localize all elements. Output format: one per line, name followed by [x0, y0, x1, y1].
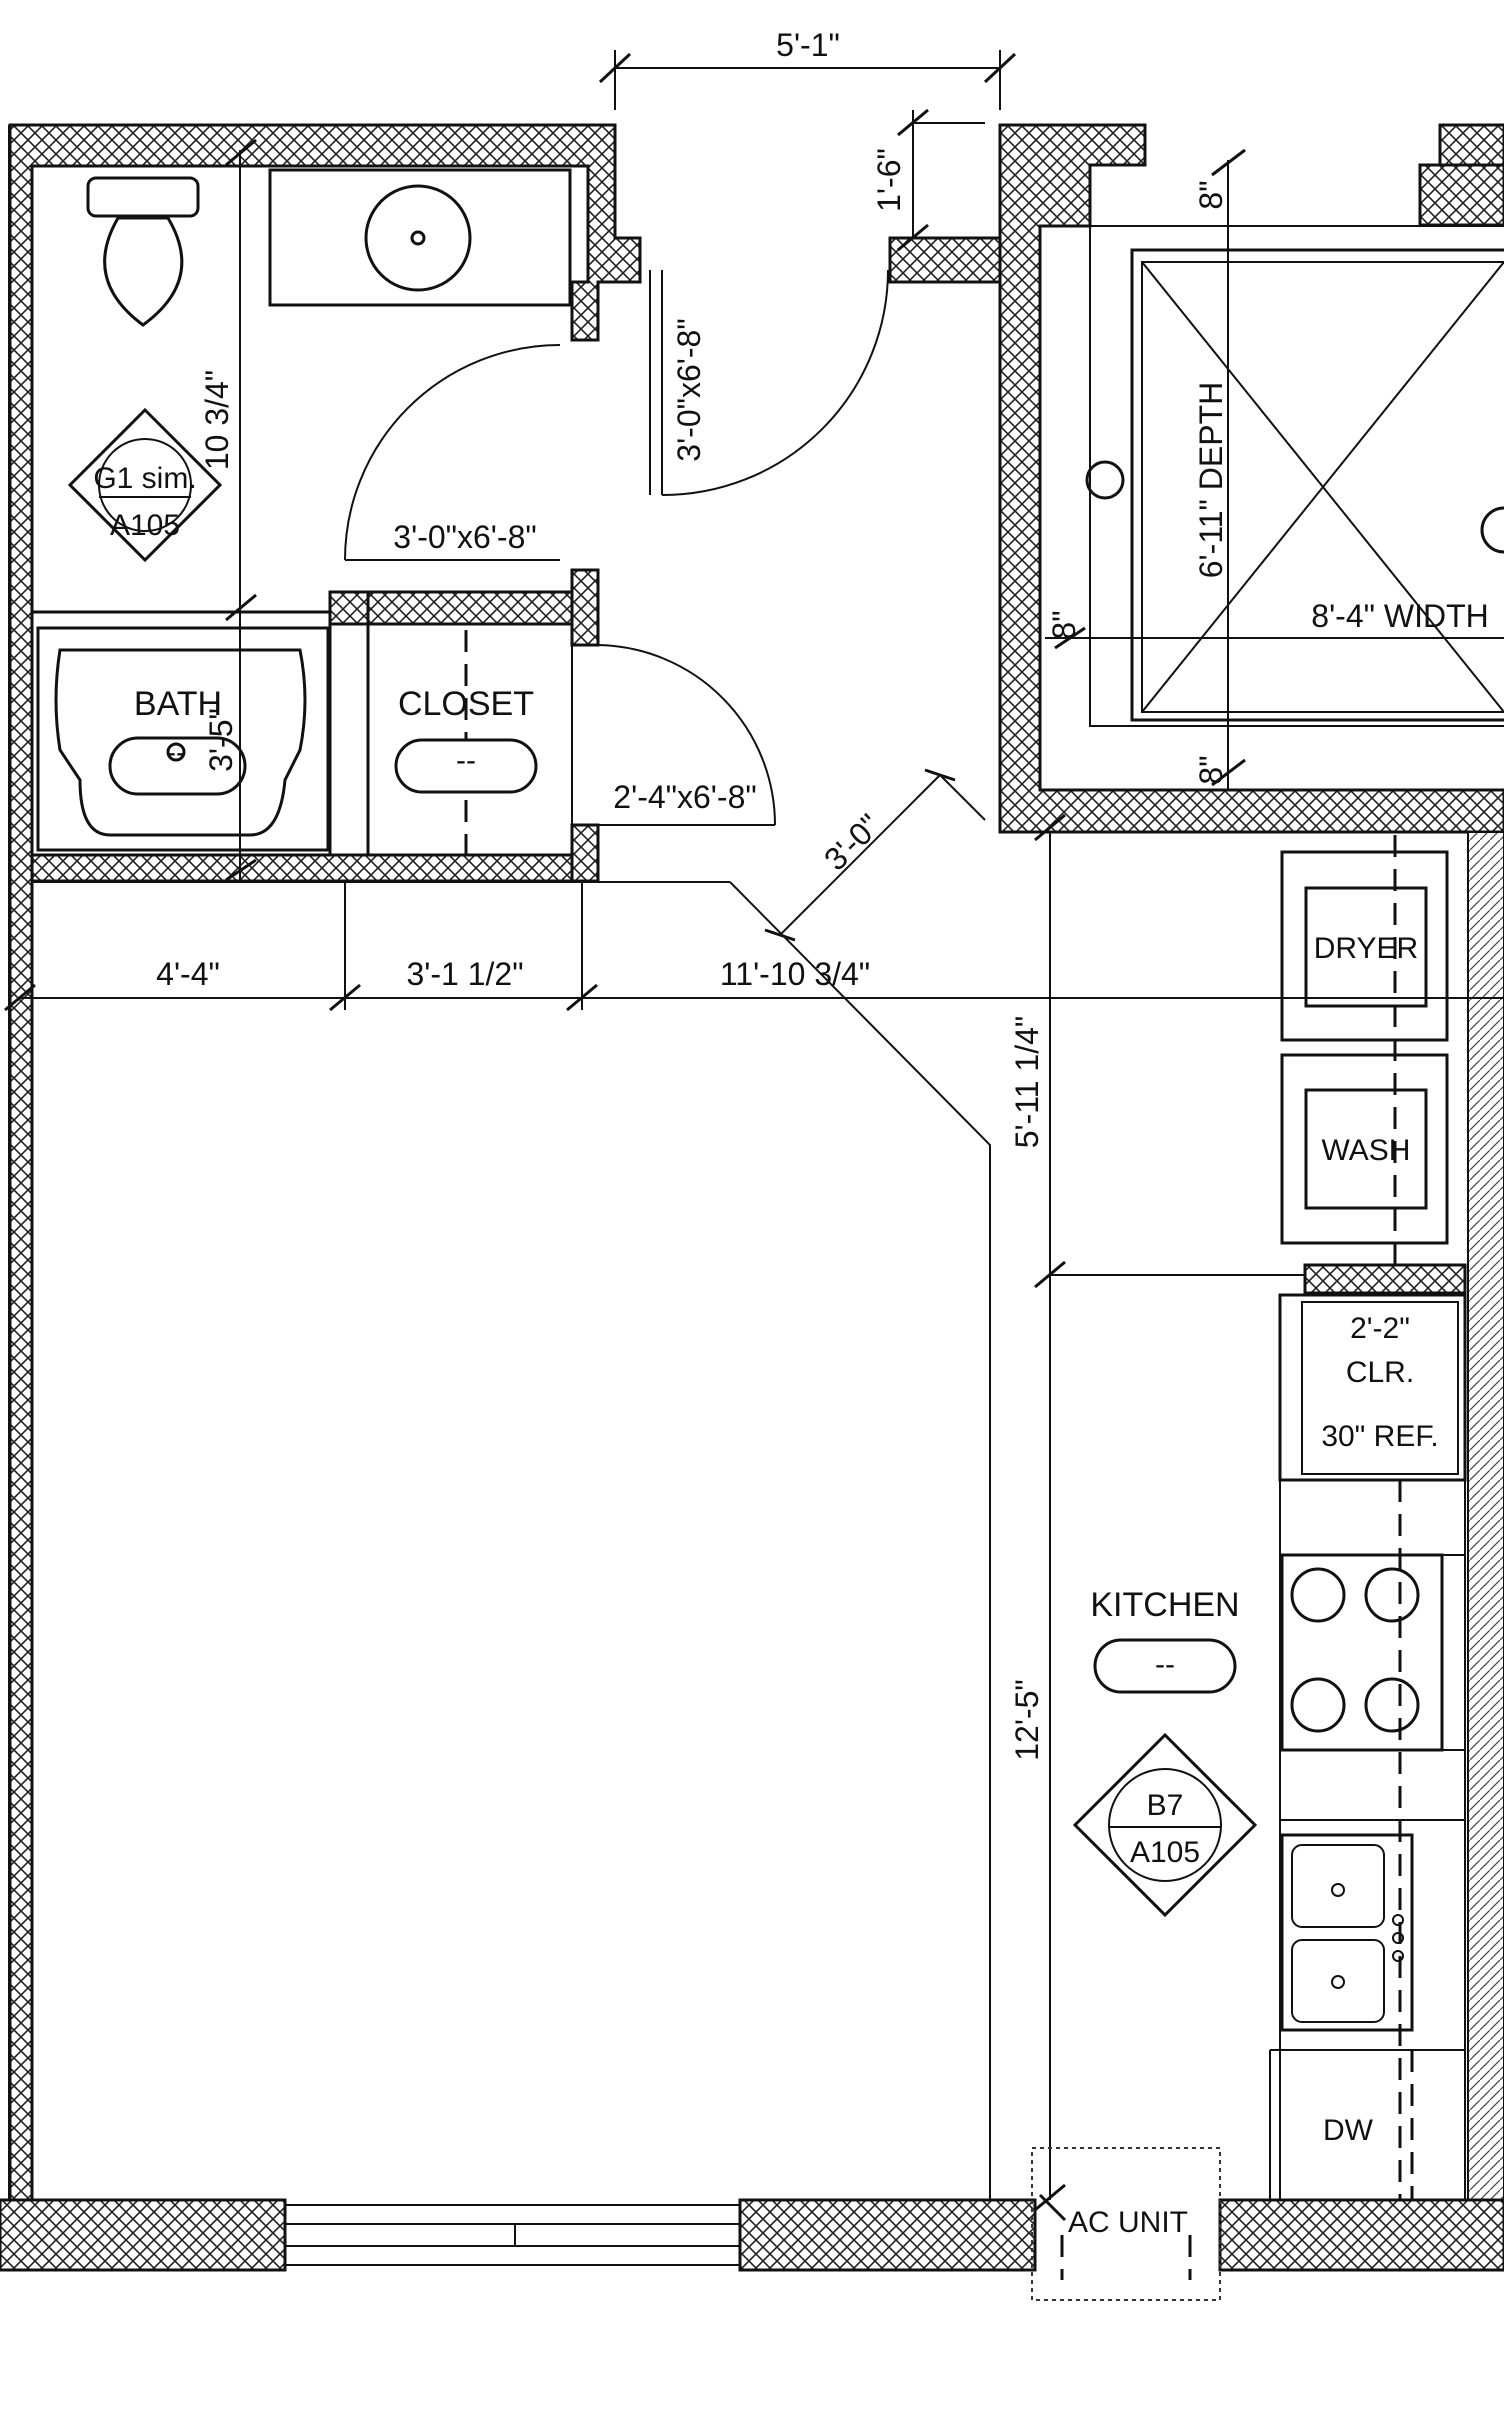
shaft — [1045, 148, 1504, 790]
laundry: DRYER WASH — [1280, 835, 1449, 1275]
window — [284, 2204, 741, 2266]
tag-kitchen: -- — [1155, 1648, 1175, 1681]
dim-shaft-bottom: 8" — [1193, 755, 1229, 784]
entry-door-swing — [661, 269, 889, 497]
callout-g1-top: G1 sim. — [93, 462, 196, 495]
appliance-refrigerator: 30" REF. — [1321, 1420, 1438, 1453]
dim-shaft-width: 8'-4" WIDTH — [1311, 598, 1488, 634]
walls — [0, 123, 1504, 2272]
closet: CLOSET -- 2'-4"x6'-8" — [367, 623, 776, 856]
living-area: 4'-4" 3'-1 1/2" 11'-10 3/4" 3'-0" 5'-11 … — [4, 768, 1504, 2212]
tag-bath: -- — [166, 736, 186, 769]
clearance-dim: 2'-2" — [1350, 1312, 1410, 1345]
dim-bath-length: 10 3/4" — [199, 370, 235, 470]
wall-bath-bottom — [30, 853, 594, 883]
dim-closet-door: 2'-4"x6'-8" — [613, 779, 756, 815]
dim-span-b: 3'-1 1/2" — [406, 956, 523, 992]
dim-top-opening: 5'-1" — [776, 27, 840, 63]
callout-b7-bottom: A105 — [1130, 1836, 1200, 1869]
dim-shaft-left: 8" — [1046, 610, 1082, 639]
dim-bath-door: 3'-0"x6'-8" — [393, 519, 536, 555]
appliance-wash: WASH — [1322, 1134, 1411, 1167]
entry: 3'-0"x6'-8" 5'-1" 1'-6" — [598, 27, 1017, 497]
dim-shaft-depth: 6'-11" DEPTH — [1193, 382, 1229, 578]
toilet-icon — [86, 176, 200, 327]
callout-b7-top: B7 — [1147, 1789, 1184, 1822]
appliance-ac-unit: AC UNIT — [1068, 2206, 1188, 2239]
callout-b7: B7 A105 — [1072, 1732, 1258, 1918]
room-label-closet: CLOSET — [398, 685, 534, 723]
wall-bottom-left — [0, 2198, 287, 2272]
wall-top-right-2 — [1418, 163, 1504, 227]
wall-closet-right — [570, 823, 600, 883]
wall-closet-left — [328, 590, 370, 857]
callout-g1-bottom: A105 — [110, 509, 180, 542]
closet-door-swing — [597, 644, 776, 826]
vanity-sink-icon — [268, 168, 572, 307]
dim-wing-wall: 1'-6" — [871, 148, 907, 212]
wall-top-left — [8, 123, 642, 2202]
bath-door-swing — [344, 344, 561, 561]
kitchen-sink-icon — [1280, 1833, 1414, 2032]
ac-unit: AC UNIT — [1031, 2147, 1221, 2301]
bathroom: G1 sim. A105 BATH -- 10 3/4" 3'-5" 3'-0"… — [32, 138, 572, 882]
dim-laundry-depth: 5'-11 1/4" — [1009, 1016, 1045, 1149]
callout-g1: G1 sim. A105 — [67, 407, 223, 563]
tag-closet: -- — [456, 744, 476, 777]
wall-right — [1467, 831, 1504, 2203]
dim-diagonal: 3'-0" — [817, 807, 888, 878]
dim-shaft-top: 8" — [1193, 180, 1229, 209]
dim-kitchen-length: 12'-5" — [1009, 1679, 1045, 1761]
range-icon — [1280, 1553, 1444, 1752]
bathtub-icon — [36, 626, 330, 852]
wall-bottom-right — [1218, 2198, 1504, 2272]
room-label-bath: BATH — [134, 685, 222, 723]
appliance-dishwasher: DW — [1323, 2114, 1374, 2147]
wall-bottom-mid — [738, 2198, 1037, 2272]
dim-bath-small: 3'-5" — [203, 708, 239, 772]
shaft-labels: 6'-11" DEPTH 8'-4" WIDTH 8" 8" 8" — [1046, 180, 1489, 784]
dim-span-c: 11'-10 3/4" — [720, 956, 870, 992]
wall-top-right — [1438, 123, 1504, 167]
clearance-label: CLR. — [1346, 1356, 1414, 1389]
room-label-kitchen: KITCHEN — [1090, 1586, 1239, 1624]
appliance-dryer: DRYER — [1314, 932, 1418, 965]
kitchen: 2'-2" CLR. 30" REF. DW — [1072, 1263, 1467, 2201]
dim-entry-door: 3'-0"x6'-8" — [671, 318, 707, 461]
wall-closet-side — [570, 568, 600, 647]
dim-span-a: 4'-4" — [156, 956, 220, 992]
wall-shaft — [998, 123, 1504, 834]
